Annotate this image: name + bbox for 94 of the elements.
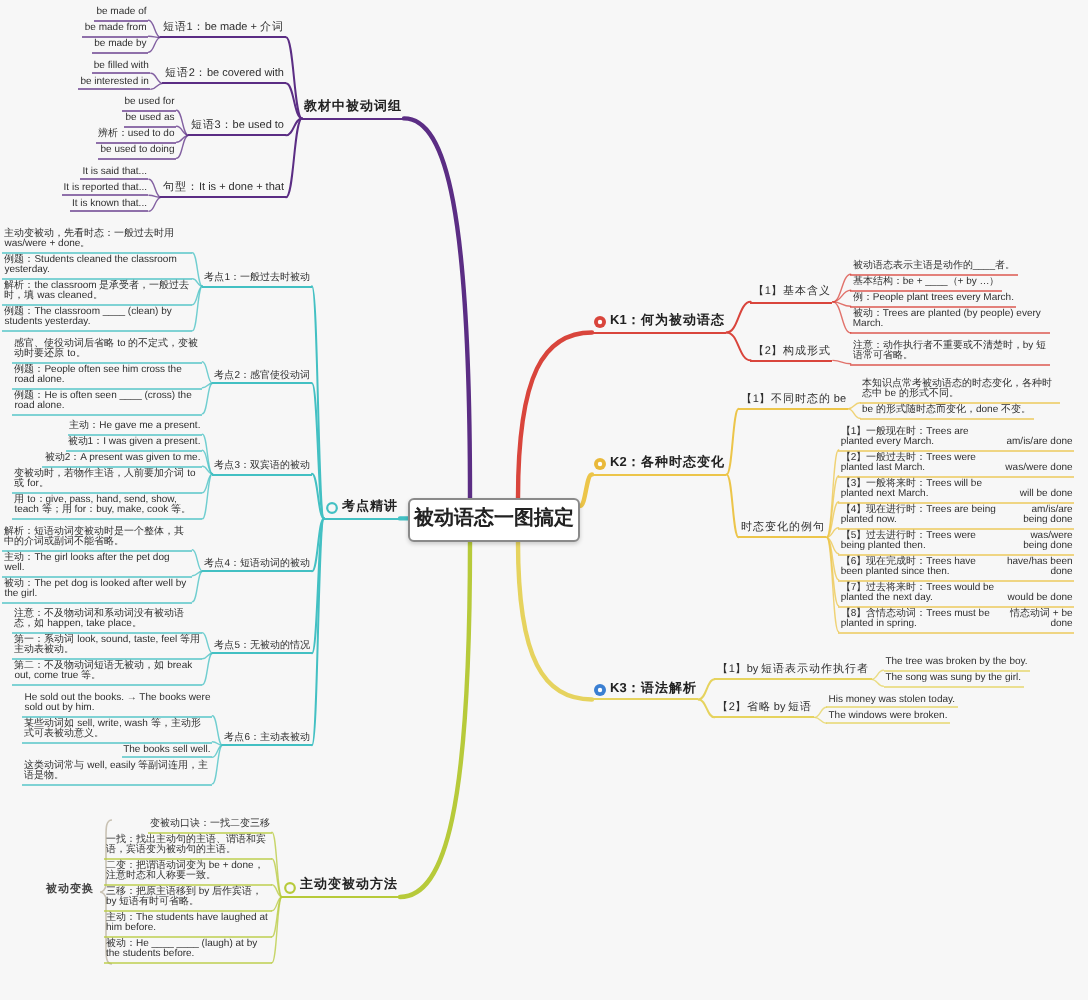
- connector-line: [832, 301, 852, 334]
- connector-line: [285, 117, 303, 199]
- connector-line: [150, 82, 164, 90]
- example-topic: [838, 531, 1075, 555]
- connector-line: [271, 884, 283, 898]
- connector-line: [285, 117, 303, 137]
- connector-line: [148, 196, 162, 212]
- connector-line: [211, 744, 224, 785]
- connector-line: [825, 536, 840, 581]
- branch-line: [577, 472, 595, 509]
- connector-line: [191, 278, 204, 287]
- connector-line: [271, 896, 283, 964]
- connector-line: [825, 536, 840, 555]
- branch-line: [397, 539, 473, 900]
- example-topic: [838, 609, 1075, 633]
- connector-line: [825, 475, 840, 539]
- example-topic: [838, 453, 1075, 477]
- connector-line: [175, 134, 190, 143]
- connector-line: [847, 402, 861, 410]
- connector-line: [725, 473, 740, 539]
- connector-line: [725, 407, 740, 476]
- connector-line: [148, 178, 162, 199]
- connector-line: [832, 273, 852, 303]
- connector-line: [285, 82, 303, 120]
- connector-line: [191, 285, 204, 306]
- connector-line: [311, 472, 325, 520]
- connector-line: [285, 36, 303, 120]
- connector-line: [870, 678, 885, 687]
- connector-line: [150, 72, 164, 85]
- example-topic: [838, 479, 1075, 503]
- connector-line: [271, 858, 283, 898]
- connector-line: [825, 527, 840, 539]
- connector-line: [201, 433, 214, 475]
- connector-line: [825, 536, 840, 607]
- branch-line: [515, 539, 595, 702]
- connector-line: [813, 716, 828, 724]
- connector-line: [311, 382, 325, 520]
- connector-line: [832, 359, 852, 365]
- connector-line: [175, 125, 190, 137]
- connector-line: [832, 301, 852, 307]
- connector-line: [147, 19, 162, 39]
- connector-line: [825, 449, 840, 539]
- main-topic: [592, 458, 727, 476]
- connector-line: [311, 517, 325, 573]
- connector-line: [175, 134, 190, 159]
- connector-line: [201, 361, 214, 384]
- connector-line: [147, 36, 162, 53]
- branch-line: [401, 116, 473, 501]
- connector-line: [191, 549, 204, 572]
- connector-line: [697, 698, 716, 719]
- connector-line: [813, 706, 828, 719]
- connector-line: [191, 570, 204, 603]
- connector-line: [271, 896, 283, 912]
- example-topic: [838, 583, 1075, 607]
- connector-line: [191, 285, 204, 332]
- branch-line: [515, 330, 595, 501]
- connector-line: [211, 741, 224, 746]
- connector-line: [725, 331, 752, 362]
- main-topic: [324, 502, 400, 520]
- connector-line: [201, 473, 214, 494]
- connector-line: [201, 449, 214, 475]
- main-topic: [592, 316, 727, 334]
- branch-line: [397, 516, 411, 521]
- connector-line: [271, 896, 283, 938]
- connector-line: [311, 517, 325, 747]
- connector-line: [201, 473, 214, 520]
- connector-line: [211, 715, 224, 746]
- connector-line: [825, 501, 840, 539]
- connector-line: [201, 382, 214, 389]
- connector-line: [191, 570, 204, 577]
- connector-line: [271, 831, 283, 898]
- connector-line: [311, 517, 325, 655]
- connector-line: [832, 289, 852, 303]
- example-topic: [838, 505, 1075, 529]
- central-topic: 被动语态一图搞定: [408, 498, 580, 542]
- connector-line: [201, 465, 214, 475]
- connector-line: [148, 194, 162, 199]
- connector-line: [201, 652, 214, 660]
- example-topic: [838, 557, 1075, 581]
- connector-line: [201, 632, 214, 654]
- connector-line: [825, 536, 840, 633]
- connector-line: [175, 109, 190, 137]
- main-topic: [592, 683, 699, 701]
- connector-line: [201, 382, 214, 415]
- example-topic: [838, 427, 1075, 451]
- connector-line: [147, 35, 162, 39]
- connector-line: [870, 669, 885, 681]
- connector-line: [201, 652, 214, 686]
- connector-line: [211, 744, 224, 758]
- connector-line: [847, 408, 861, 419]
- main-topic: [282, 880, 400, 899]
- connector-line: [697, 678, 716, 701]
- connector-line: [725, 300, 752, 334]
- connector-line: [191, 252, 204, 287]
